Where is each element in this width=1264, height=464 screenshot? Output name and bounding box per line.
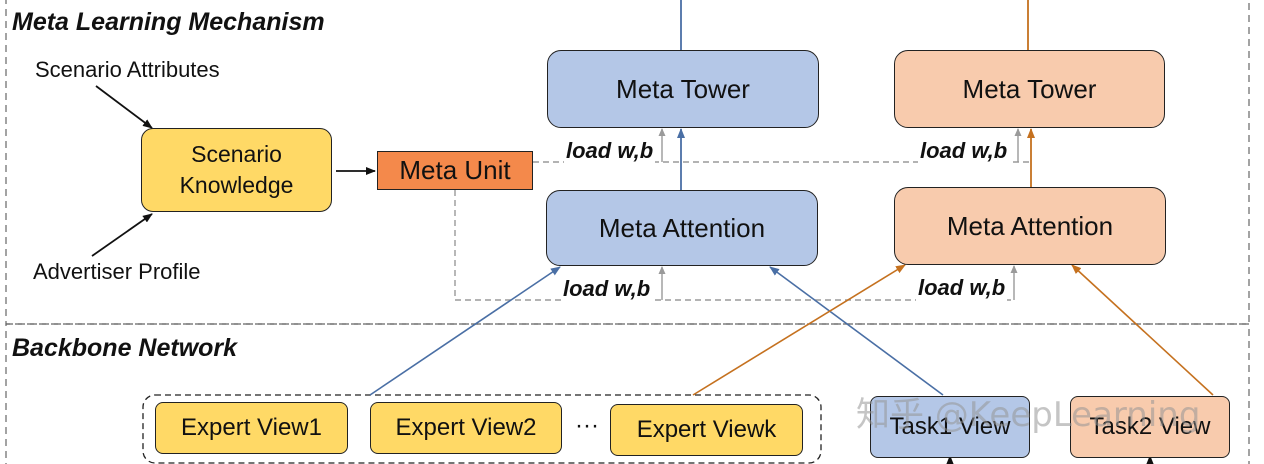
- task2-view-node: Task2 View: [1070, 396, 1230, 458]
- scenario-knowledge-line1: Scenario: [191, 141, 282, 167]
- advertiser-profile-label: Advertiser Profile: [33, 259, 201, 284]
- meta-section-title: Meta Learning Mechanism: [12, 8, 325, 36]
- meta-section-frame: [5, 0, 1250, 325]
- backbone-section-title: Backbone Network: [12, 334, 238, 362]
- expert-view-1-node: Expert View1: [155, 402, 348, 454]
- expert-view-k-node: Expert Viewk: [610, 404, 803, 456]
- orange-task2-to-attention: [1071, 264, 1214, 396]
- meta-unit-node: Meta Unit: [377, 151, 533, 190]
- meta-tower-left-node: Meta Tower: [547, 50, 819, 128]
- meta-tower-right-node: Meta Tower: [894, 50, 1165, 128]
- blue-expert-to-attention: [369, 266, 561, 396]
- scenario-knowledge-node: Scenario Knowledge: [141, 128, 332, 212]
- load-wb-attention-right-label: load w,b: [916, 275, 1008, 301]
- watermark: 知乎 @KeepLearning: [856, 395, 1201, 435]
- load-dash-lower: [454, 190, 1014, 301]
- meta-attention-right-node: Meta Attention: [894, 187, 1166, 265]
- meta-attention-left-node: Meta Attention: [546, 190, 818, 266]
- load-wb-tower-left-label: load w,b: [564, 138, 656, 164]
- scenario-attributes-arrow: [95, 85, 153, 129]
- orange-expert-to-attention: [692, 264, 906, 396]
- advertiser-profile-arrow: [91, 213, 153, 257]
- load-wb-tower-right-label: load w,b: [918, 138, 1010, 164]
- scenario-knowledge-line2: Knowledge: [179, 172, 294, 198]
- expert-view-2-node: Expert View2: [370, 402, 562, 454]
- task1-view-node: Task1 View: [870, 396, 1030, 458]
- expert-ellipsis: ···: [575, 412, 599, 439]
- blue-task1-to-attention: [769, 266, 944, 396]
- load-wb-attention-left-label: load w,b: [561, 276, 653, 302]
- scenario-attributes-label: Scenario Attributes: [35, 57, 220, 82]
- expert-group-frame: [142, 394, 822, 464]
